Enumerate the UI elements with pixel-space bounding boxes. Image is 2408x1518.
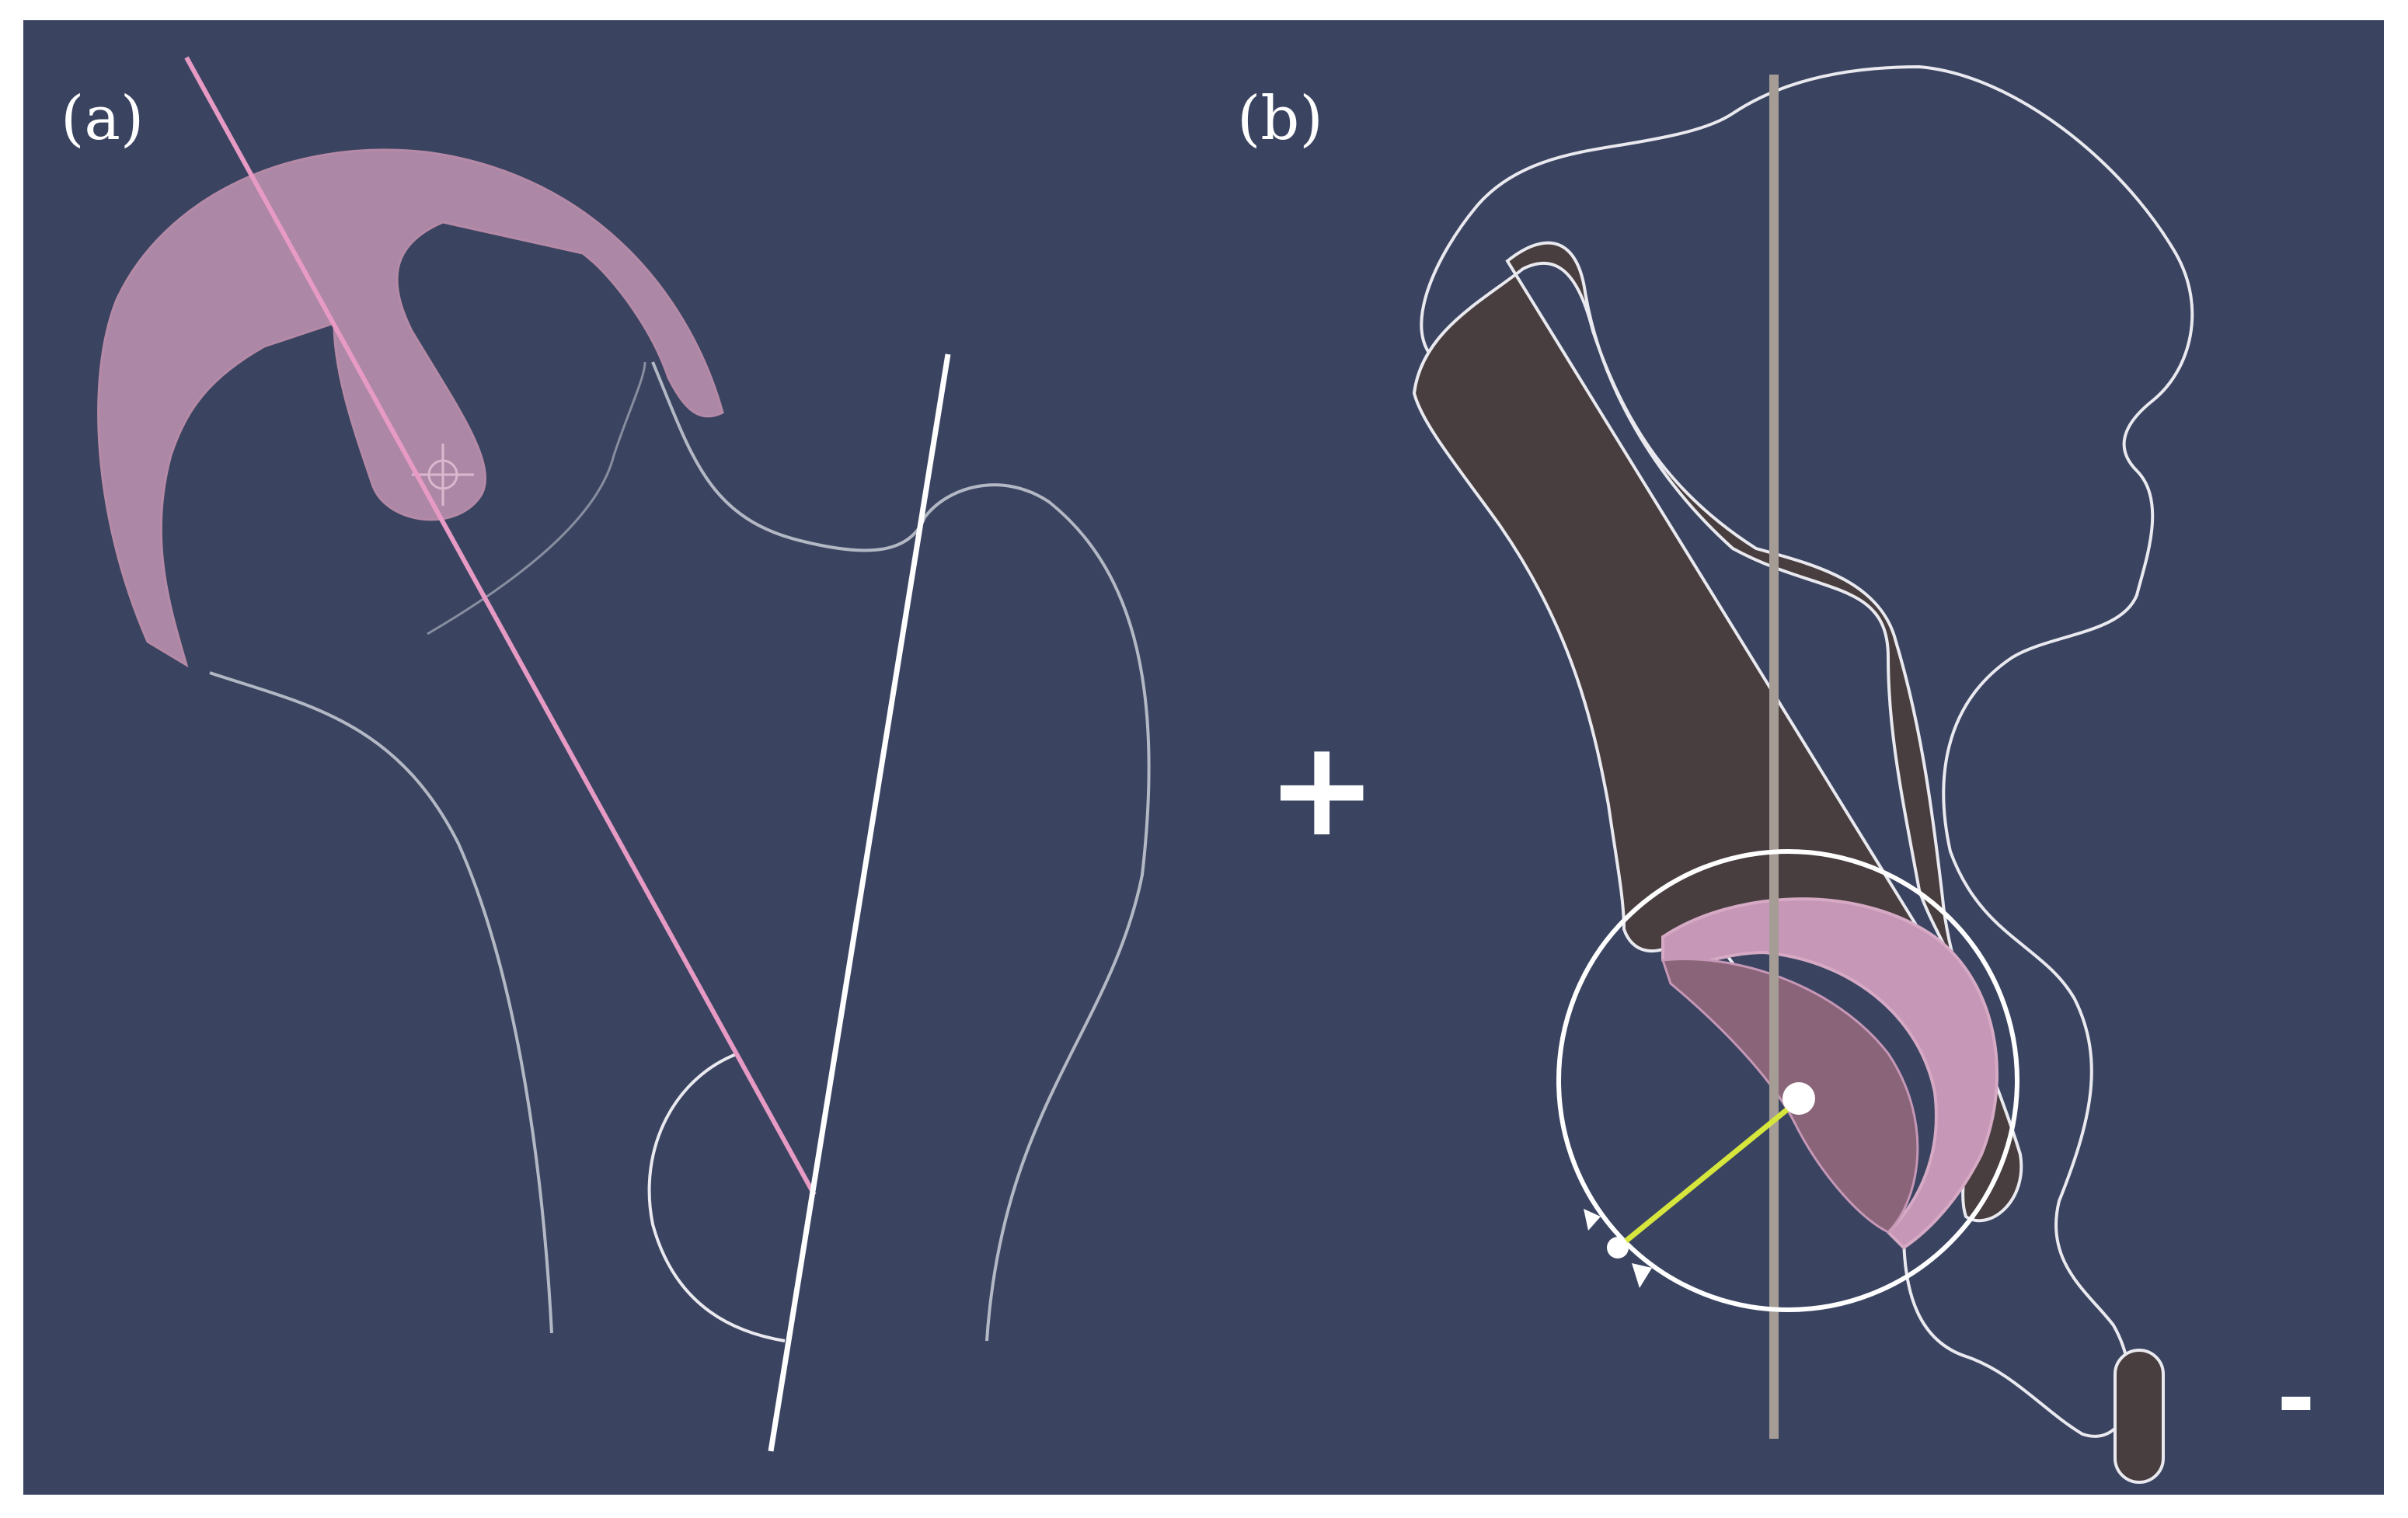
minus-sign: - [2277,1345,2316,1453]
lesser-trochanter-outline [647,1052,786,1342]
femur-head-outline [651,361,1151,1342]
rotate-arrows-icon[interactable] [1584,1209,1652,1288]
crosshair-icon [412,444,474,506]
scene [97,56,2194,1484]
viewport-canvas[interactable]: (a) (b) + - [23,20,2384,1495]
center-dot-icon[interactable] [1782,1082,1815,1115]
implant-stem[interactable] [97,148,724,668]
cup-radius-line [1615,1098,1801,1250]
panel-a-label: (a) [61,84,145,154]
femoral-neck-axis[interactable] [184,56,817,1196]
panel-b-pelvis-view [1412,64,2194,1484]
panel-b-label: (b) [1237,84,1323,154]
cup-rotation-circle[interactable] [1556,849,2019,1312]
femur-outline [209,671,553,1334]
acetabular-cup[interactable] [1661,897,1999,1250]
femoral-shaft-axis[interactable] [768,353,951,1452]
plus-sign: + [1267,712,1378,866]
femur-neck-line [427,361,646,635]
ischium-bone [2114,1349,2165,1484]
panel-a-femur-view [97,56,1151,1452]
ilium-bone [1412,241,2023,1223]
